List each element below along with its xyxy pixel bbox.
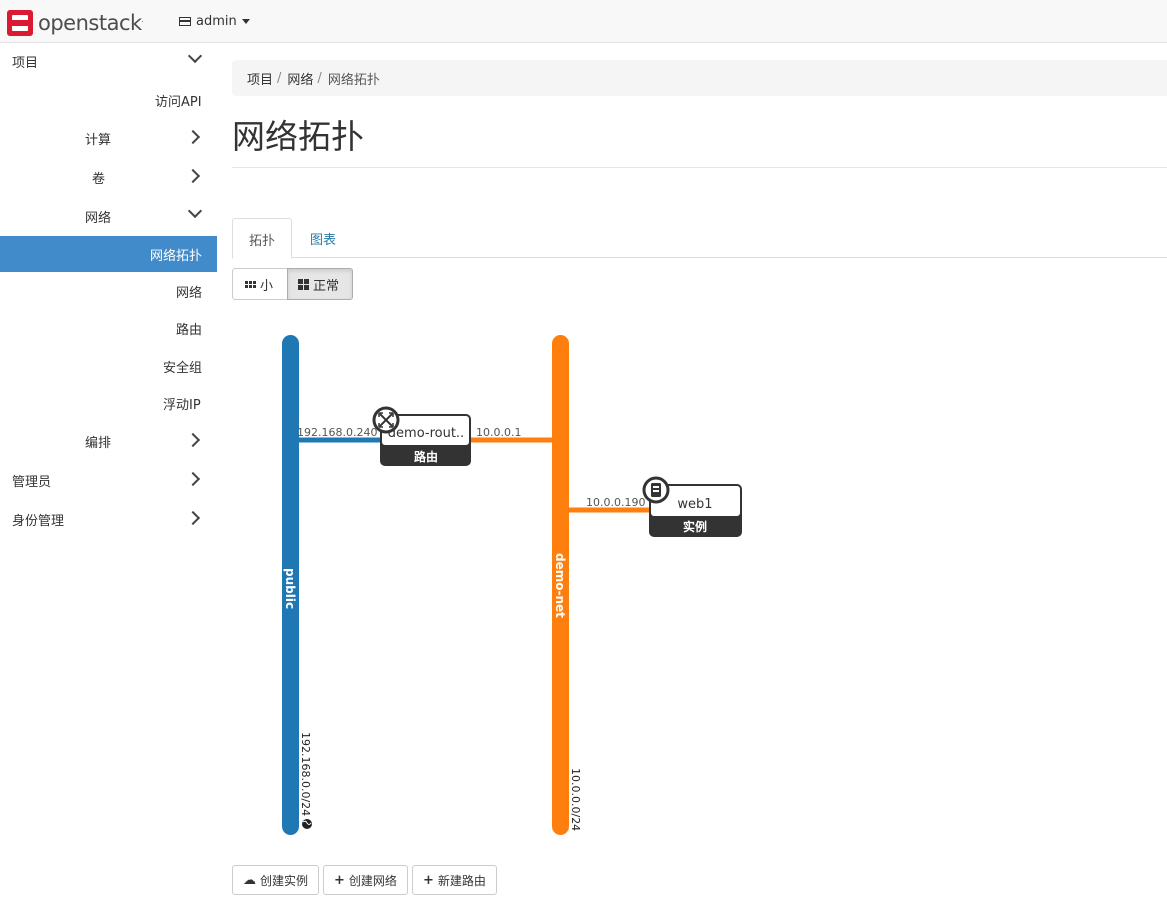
server-instance-icon xyxy=(642,476,670,504)
sidebar-item-network-topology[interactable]: 网络拓扑 xyxy=(0,236,217,272)
sidebar-item-label: 管理员 xyxy=(12,475,52,490)
sidebar-item-floating-ips[interactable]: 浮动IP xyxy=(0,385,217,421)
sidebar-item-label: 访问API xyxy=(155,95,202,110)
sidebar-item-identity[interactable]: 身份管理 xyxy=(0,501,217,537)
network-demo-net-cidr: 10.0.0.0/24 xyxy=(569,768,582,831)
breadcrumb-item-network[interactable]: 网络 xyxy=(287,72,314,88)
caret-down-icon xyxy=(241,19,250,24)
chevron-right-icon xyxy=(185,471,201,487)
chevron-right-icon xyxy=(185,432,201,448)
router-name: demo-rout.. xyxy=(388,426,464,441)
normal-size-label: 正常 xyxy=(313,278,340,294)
sidebar-item-label: 路由 xyxy=(176,323,203,338)
title-divider xyxy=(232,167,1167,168)
sidebar-item-label: 身份管理 xyxy=(12,514,65,529)
sidebar-item-label: 计算 xyxy=(85,133,112,148)
create-instance-label: 创建实例 xyxy=(260,873,309,888)
plus-icon: + xyxy=(422,872,434,888)
logo-mark: . xyxy=(141,16,144,24)
create-instance-button[interactable]: ☁ 创建实例 xyxy=(232,865,320,895)
globe-icon xyxy=(302,819,312,829)
router-demo-net-port-ip: 10.0.0.1 xyxy=(476,426,521,439)
instance-type-label: 实例 xyxy=(683,519,707,534)
sidebar-item-project[interactable]: 项目 xyxy=(0,43,217,79)
chevron-down-icon xyxy=(187,48,203,64)
project-dropdown[interactable]: admin xyxy=(179,14,250,29)
chevron-down-icon xyxy=(187,203,203,219)
tab-bar: 拓扑 图表 xyxy=(232,218,1167,259)
topology-actions: ☁ 创建实例 + 创建网络 + 新建路由 xyxy=(232,865,497,895)
chevron-right-icon xyxy=(185,129,201,145)
sidebar-item-label: 卷 xyxy=(92,172,106,187)
router-icon xyxy=(372,406,400,434)
sidebar-item-orchestration[interactable]: 编排 xyxy=(0,423,217,459)
sidebar-item-compute[interactable]: 计算 xyxy=(0,120,217,156)
tab-graph[interactable]: 图表 xyxy=(310,233,337,248)
network-public-bar[interactable] xyxy=(282,335,299,835)
server-icon xyxy=(179,17,191,26)
network-public-label: public xyxy=(283,568,297,609)
sidebar-item-routers[interactable]: 路由 xyxy=(0,310,217,346)
chevron-right-icon xyxy=(185,168,201,184)
sidebar-item-admin[interactable]: 管理员 xyxy=(0,462,217,498)
router-public-port-ip: 192.168.0.240 xyxy=(297,426,377,439)
create-router-button[interactable]: + 新建路由 xyxy=(411,865,497,895)
instance-name: web1 xyxy=(677,497,712,512)
sidebar-item-label: 网络 xyxy=(85,211,112,226)
breadcrumb-item-project[interactable]: 项目 xyxy=(247,72,274,88)
breadcrumb: 项目/ 网络/ 网络拓扑 xyxy=(232,60,1167,96)
network-public[interactable]: public xyxy=(282,335,299,835)
normal-size-button[interactable]: 正常 xyxy=(287,268,353,300)
small-size-button[interactable]: 小 xyxy=(232,268,288,300)
grid-small-icon xyxy=(245,280,256,288)
network-demo-net-bar[interactable] xyxy=(552,335,569,835)
plus-icon: + xyxy=(334,872,345,888)
chevron-right-icon xyxy=(185,510,201,526)
router-type-label: 路由 xyxy=(414,449,438,464)
sidebar-item-security-groups[interactable]: 安全组 xyxy=(0,348,217,384)
create-network-button[interactable]: + 创建网络 xyxy=(323,865,408,895)
instance-port-ip: 10.0.0.190 xyxy=(586,496,645,509)
sidebar-item-networks[interactable]: 网络 xyxy=(0,273,217,309)
logo-text: openstack xyxy=(38,11,142,35)
create-network-label: 创建网络 xyxy=(348,873,397,888)
network-demo-net-label: demo-net xyxy=(553,553,567,618)
size-toggle: 小 正常 xyxy=(232,268,353,300)
router-node[interactable]: demo-rout.. 路由 xyxy=(372,406,471,466)
network-public-cidr: 192.168.0.0/24 xyxy=(299,732,312,816)
sidebar-item-label: 网络 xyxy=(176,286,203,301)
sidebar-item-api-access[interactable]: 访问API xyxy=(0,82,217,118)
breadcrumb-item-topology: 网络拓扑 xyxy=(327,72,380,88)
grid-large-icon xyxy=(298,278,309,290)
openstack-logo[interactable]: openstack. xyxy=(7,10,144,36)
instance-node[interactable]: web1 实例 xyxy=(642,476,742,537)
project-label: admin xyxy=(196,14,237,29)
sidebar-item-label: 网络拓扑 xyxy=(150,249,203,264)
openstack-logo-icon xyxy=(7,10,33,36)
sidebar-item-network[interactable]: 网络 xyxy=(0,198,217,234)
sidebar-item-label: 浮动IP xyxy=(163,398,201,413)
network-demo-net[interactable]: demo-net xyxy=(552,335,569,835)
create-router-label: 新建路由 xyxy=(437,873,486,888)
sidebar-item-label: 安全组 xyxy=(163,361,203,376)
cloud-upload-icon: ☁ xyxy=(243,872,256,888)
top-navbar: openstack. admin xyxy=(0,0,1167,43)
small-size-label: 小 xyxy=(260,278,274,294)
sidebar-item-label: 编排 xyxy=(85,436,112,451)
sidebar-item-volumes[interactable]: 卷 xyxy=(0,159,217,195)
page-title: 网络拓扑 xyxy=(232,117,364,156)
tab-topology[interactable]: 拓扑 xyxy=(232,218,293,259)
sidebar-item-label: 项目 xyxy=(12,56,39,71)
